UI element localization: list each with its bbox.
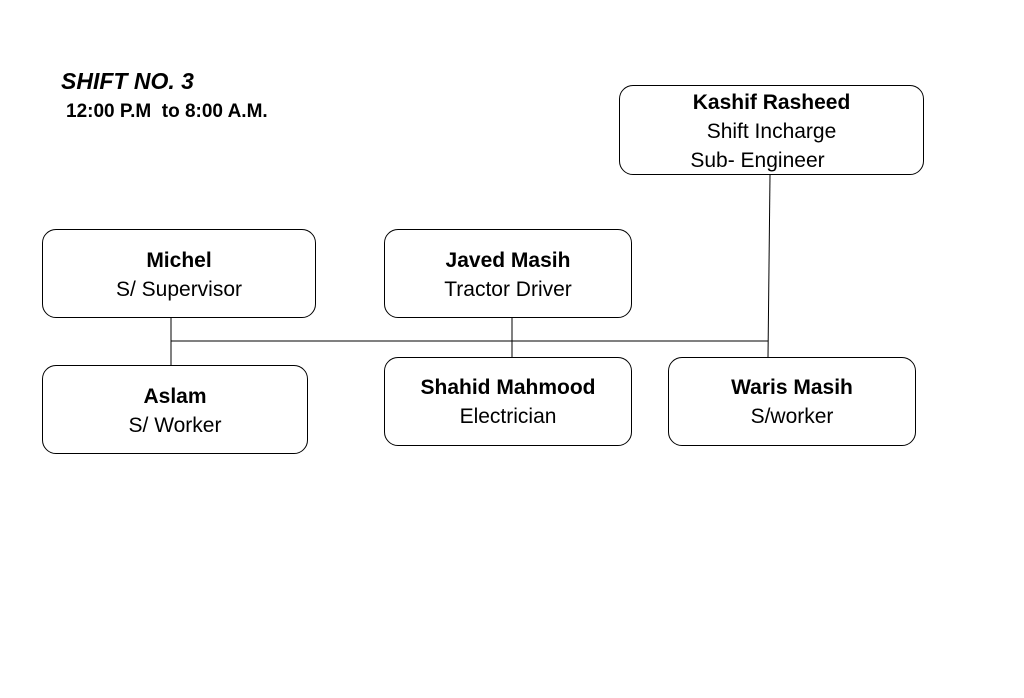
node-javed-masih: Javed Masih Tractor Driver	[384, 229, 632, 318]
node-role: S/worker	[750, 405, 834, 428]
node-name: Javed Masih	[445, 249, 571, 272]
node-waris-masih: Waris Masih S/worker	[668, 357, 916, 446]
node-role: S/ Worker	[128, 414, 222, 437]
node-kashif-rasheed: Kashif Rasheed Shift Incharge Sub- Engin…	[619, 85, 924, 175]
shift-time: 12:00 P.M to 8:00 A.M.	[66, 101, 268, 122]
node-aslam: Aslam S/ Worker	[42, 365, 308, 454]
node-name: Waris Masih	[731, 376, 853, 399]
node-role: Electrician	[459, 405, 557, 428]
node-shahid-mahmood: Shahid Mahmood Electrician	[384, 357, 632, 446]
node-role: S/ Supervisor	[115, 278, 243, 301]
node-role: Shift Incharge	[706, 120, 837, 143]
node-role-secondary: Sub- Engineer	[690, 149, 825, 172]
shift-title: SHIFT NO. 3	[61, 68, 194, 94]
node-name: Aslam	[143, 385, 207, 408]
node-name: Shahid Mahmood	[420, 376, 596, 399]
node-name: Michel	[146, 249, 212, 272]
connector-kashif-to-bus	[767, 174, 771, 358]
node-role: Tractor Driver	[444, 278, 572, 301]
node-name: Kashif Rasheed	[692, 91, 851, 114]
node-michel: Michel S/ Supervisor	[42, 229, 316, 318]
